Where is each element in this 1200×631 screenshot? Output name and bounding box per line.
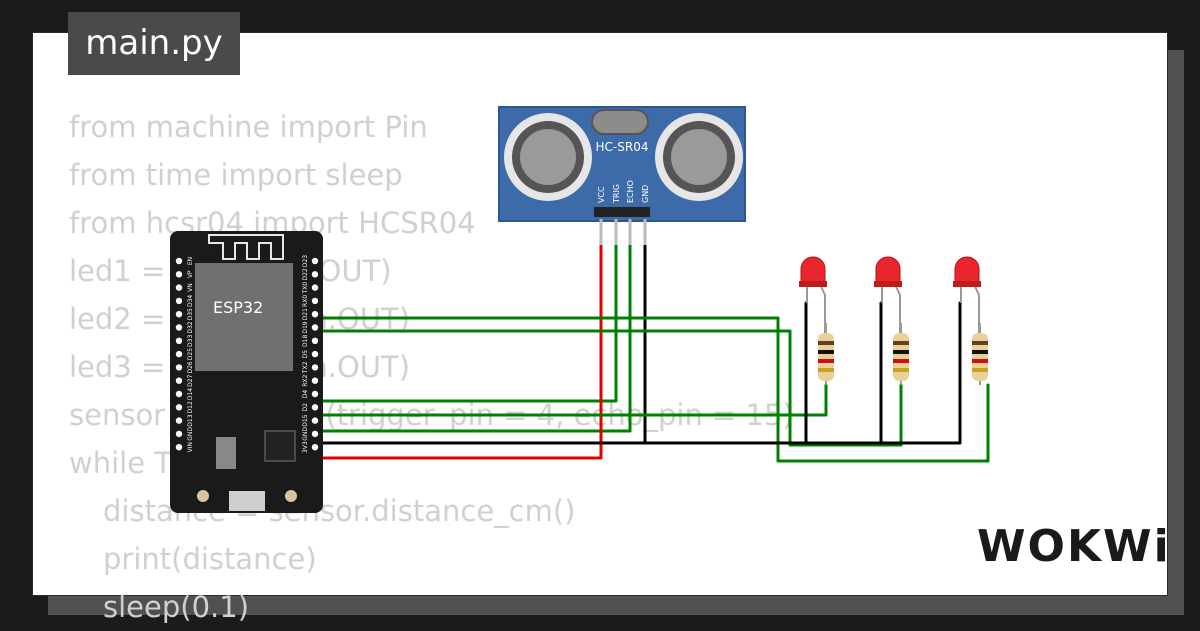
wire-led2 [318, 329, 903, 447]
esp32-pin[interactable] [311, 417, 319, 424]
esp32-pin-label: 3V3 [302, 441, 309, 453]
wire-led-gnd [318, 301, 962, 445]
esp32-pin[interactable] [175, 324, 183, 331]
esp32-pin-label: D32 [187, 321, 194, 333]
code-line: from machine import Pin [69, 110, 428, 144]
esp32-pin-label: D25 [187, 348, 194, 360]
esp32-pin-label: D21 [302, 308, 309, 320]
esp32-pin[interactable] [311, 271, 319, 278]
esp32-pin[interactable] [175, 337, 183, 344]
esp32-pin[interactable] [175, 364, 183, 371]
resistor-2 [893, 323, 909, 385]
esp32-pin-label: VIN [187, 442, 194, 452]
wire-sensor-gnd [318, 243, 647, 445]
led-3[interactable] [953, 256, 981, 333]
code-line: print(distance) [103, 542, 317, 576]
esp32-pin-label: D19 [302, 321, 309, 333]
esp32-pin-label: VP [187, 270, 194, 278]
esp32-pin-label: GND [187, 427, 194, 441]
wire-sensor-vcc [318, 243, 603, 460]
esp32-pin[interactable] [175, 404, 183, 411]
esp32-right-pins: D23D22TX0RX0D21D19D18D5TX2RX2D4D2D15GND3… [302, 255, 319, 453]
led-1[interactable] [799, 256, 827, 333]
code-line: distance = sensor.distance_cm() [103, 494, 576, 528]
esp32-pin[interactable] [175, 430, 183, 438]
esp32-pin-label: TX0 [302, 282, 309, 295]
led-2[interactable] [874, 256, 902, 333]
esp32-pin-label: RX0 [302, 295, 309, 307]
sensor-pin-label: VCC [597, 186, 606, 203]
wire-sensor-echo [318, 243, 632, 433]
esp32-pin-label: D5 [302, 350, 309, 359]
esp32-pin[interactable] [311, 390, 319, 398]
esp32-pin[interactable] [311, 337, 319, 344]
wire-sensor-trig [318, 243, 618, 403]
esp32-pin-label: D27 [187, 374, 194, 386]
esp32-pin[interactable] [311, 257, 319, 265]
resistor-3 [972, 323, 988, 385]
esp32-pin[interactable] [311, 284, 319, 291]
sensor-label: HC-SR04 [596, 140, 649, 154]
esp32-pin-label: VN [187, 283, 194, 292]
esp32-pin[interactable] [311, 364, 319, 371]
esp32-pin[interactable] [311, 404, 319, 411]
sensor-pin-label: GND [641, 185, 650, 203]
esp32-pin-label: TX2 [302, 361, 309, 374]
esp32-pin[interactable] [311, 444, 319, 451]
esp32-pin-label: D13 [187, 414, 194, 426]
hc-sr04-sensor[interactable]: HC-SR04 VCC TRIG ECHO GND [498, 106, 746, 222]
esp32-pin-label: D15 [302, 414, 309, 426]
esp32-pin[interactable] [175, 417, 183, 424]
wires [318, 243, 990, 463]
esp32-pin[interactable] [175, 271, 183, 278]
sensor-pin-label: ECHO [626, 180, 635, 203]
file-tab[interactable]: main.py [68, 12, 240, 75]
esp32-pin[interactable] [175, 257, 183, 265]
code-line: from time import sleep [69, 158, 403, 192]
esp32-pin-label: D34 [187, 295, 194, 307]
esp32-pin[interactable] [175, 297, 183, 305]
esp32-pin-label: RX2 [302, 374, 309, 386]
sensor-pins: VCC TRIG ECHO GND [597, 180, 650, 204]
esp32-pin[interactable] [311, 297, 319, 305]
esp32-pin[interactable] [311, 324, 319, 331]
wire-led1 [318, 383, 828, 417]
sensor-pin-legs [599, 219, 647, 245]
esp32-pin-label: D26 [187, 361, 194, 373]
esp32-pin-label: D2 [302, 403, 309, 412]
esp32-pin[interactable] [311, 350, 319, 358]
sensor-pin-label: TRIG [612, 184, 621, 204]
esp32-pin-label: D35 [187, 308, 194, 320]
esp32-pin-label: D14 [187, 388, 194, 400]
esp32-pin-label: D4 [302, 390, 309, 399]
wire-led3 [318, 316, 990, 463]
esp32-pin[interactable] [175, 377, 183, 384]
esp32-pin[interactable] [311, 311, 319, 318]
esp32-pin[interactable] [175, 350, 183, 358]
esp32-pin-label: D22 [302, 268, 309, 280]
esp32-pin[interactable] [175, 444, 183, 451]
esp32-board[interactable]: ESP32 ENVPVND34D35D32D33D25D26D27D14D12D… [170, 231, 323, 513]
code-line: sleep(0.1) [103, 590, 250, 624]
esp32-pin[interactable] [311, 430, 319, 438]
esp32-pin-label: D12 [187, 401, 194, 413]
leds [799, 256, 988, 385]
esp32-pin-label: D18 [302, 334, 309, 346]
code-line: from hcsr04 import HCSR04 [69, 206, 476, 240]
esp32-pin[interactable] [175, 284, 183, 291]
esp32-pin[interactable] [175, 311, 183, 318]
project-preview-card: from machine import Pin from time import … [32, 32, 1171, 624]
esp32-pin-label: D33 [187, 334, 194, 346]
esp32-pin[interactable] [175, 390, 183, 398]
esp32-label: ESP32 [213, 298, 263, 317]
wokwi-logo: WOKWi [977, 521, 1171, 572]
esp32-pin-label: EN [187, 257, 194, 265]
esp32-pin-label: GND [302, 427, 309, 441]
esp32-pin-label: D23 [302, 255, 309, 267]
esp32-left-pins: EN VP VN D34D35D32D33D25D26D27D14D12D13GNDV… [175, 257, 194, 452]
resistor-1 [818, 323, 834, 385]
esp32-pin[interactable] [311, 377, 319, 384]
